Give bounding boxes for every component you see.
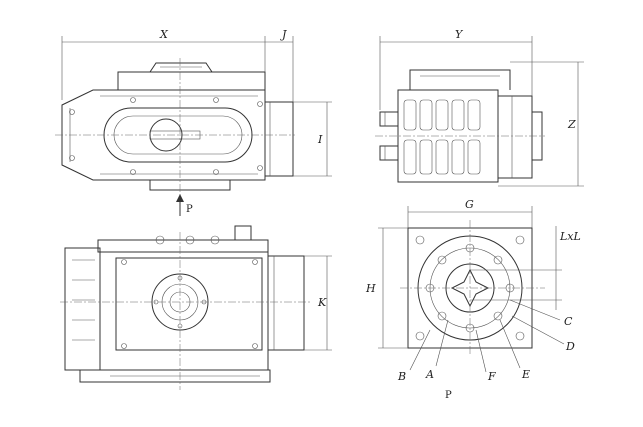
dim-i-label: I: [317, 133, 323, 146]
side-view: Y Z: [375, 28, 584, 187]
callout-f-label: F: [487, 370, 496, 383]
callout-e-label: E: [521, 368, 530, 381]
bottom-view: K: [60, 225, 332, 390]
callout-a-label: A: [425, 368, 434, 381]
dim-j-label: J: [280, 28, 287, 41]
callout-b-label: B: [397, 370, 406, 383]
front-view: X J I P: [55, 28, 332, 216]
dim-y-label: Y: [455, 28, 464, 41]
callout-d-label: D: [565, 340, 575, 353]
view-arrow-p-label: P: [186, 204, 193, 215]
dim-x-label: X: [159, 28, 169, 41]
flange-view: G H LxL A B C D E F P: [365, 198, 581, 401]
view-p-label: P: [445, 390, 452, 401]
dim-z-label: Z: [567, 118, 576, 131]
dim-lxl-label: LxL: [559, 230, 581, 243]
dim-k-label: K: [317, 296, 327, 309]
dim-h-label: H: [365, 282, 376, 295]
callout-c-label: C: [564, 315, 573, 328]
dim-g-label: G: [465, 198, 474, 211]
